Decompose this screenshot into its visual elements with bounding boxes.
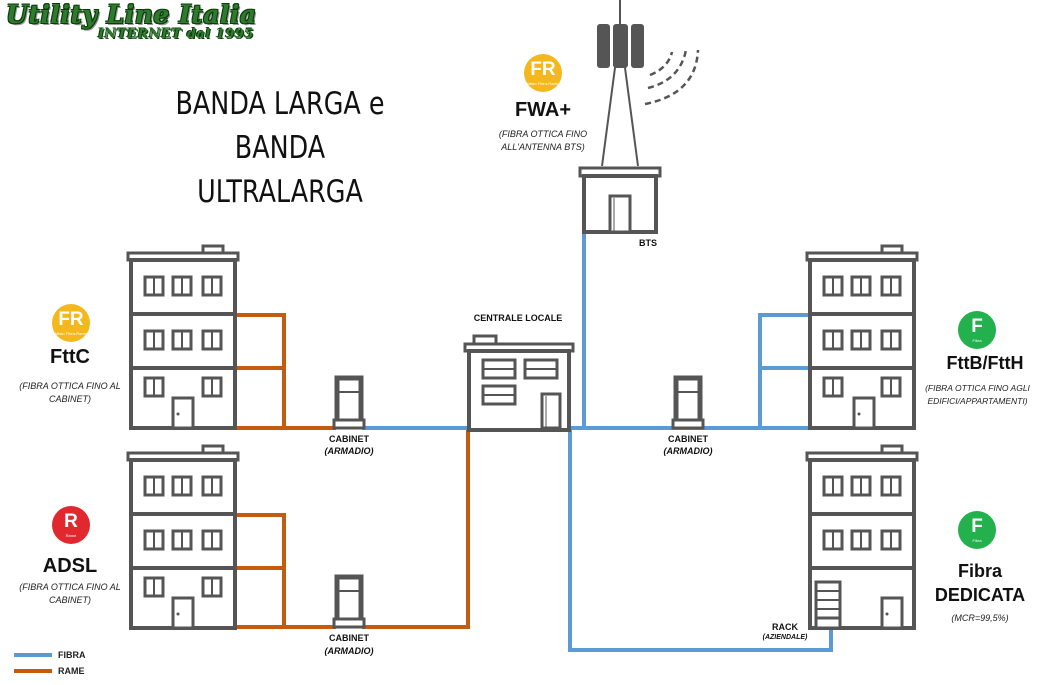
building-adsl xyxy=(126,444,240,630)
page-title: BANDA LARGA e BANDA ULTRALARGA xyxy=(165,82,395,214)
building-ftth xyxy=(805,244,919,430)
centrale-building xyxy=(463,334,575,432)
tech-desc-fwa-line2: ALL'ANTENNA BTS) xyxy=(501,142,585,152)
badge-fttc-letter: FR xyxy=(58,309,84,330)
rame-line-cabinet-to-centrale xyxy=(362,430,470,629)
fibra-line-to-rack xyxy=(568,428,833,652)
signal-waves-icon xyxy=(644,49,700,106)
cabinet-ftth-icon xyxy=(673,378,703,428)
title-line-2: BANDA ULTRALARGA xyxy=(197,130,363,210)
badge-dedicata: F Fibra xyxy=(958,511,996,549)
badge-dedicata-letter: F xyxy=(971,516,983,537)
badge-dedicata-caption: Fibra xyxy=(972,538,982,543)
badge-ftth: F Fibra xyxy=(958,311,996,349)
rame-line-fttc-floor2 xyxy=(235,313,286,428)
label-bts: BTS xyxy=(639,238,657,248)
bts-tower xyxy=(578,0,700,234)
legend-fibra-label: FIBRA xyxy=(58,650,86,660)
label-cabinet-adsl-sub: (ARMADIO) xyxy=(324,646,374,656)
tech-name-dedicata-line1: Fibra xyxy=(957,561,1002,581)
logo-name: Utility Line Italia xyxy=(6,0,257,29)
title-line-1: BANDA LARGA e xyxy=(175,86,385,122)
badge-fttc-caption: Misto Fibra-Rame xyxy=(55,331,87,336)
logo-tagline: INTERNET dal 1995 xyxy=(98,27,255,42)
building-dedicata xyxy=(805,444,919,630)
label-rack: RACK xyxy=(772,622,798,632)
rack-icon xyxy=(814,580,842,630)
label-cabinet-fttc-sub: (ARMADIO) xyxy=(324,446,374,456)
label-cabinet-ftth-sub: (ARMADIO) xyxy=(663,446,713,456)
tech-desc-fwa: (FIBRA OTTICA FINO ALL'ANTENNA BTS) xyxy=(480,128,606,154)
badge-fwa: FR Misto Fibra-Radio xyxy=(524,54,562,92)
tech-desc-dedicata: (MCR=99,5%) xyxy=(951,613,1009,623)
fibra-lines xyxy=(362,232,833,652)
tech-name-dedicata: Fibra DEDICATA xyxy=(925,559,1035,607)
tech-desc-fttc: (FIBRA OTTICA FINO AL CABINET) xyxy=(10,380,130,406)
badge-ftth-letter: F xyxy=(971,316,983,337)
legend-rame-label: RAME xyxy=(58,666,85,676)
badge-fwa-letter: FR xyxy=(530,59,556,80)
tech-desc-ftth-line1: (FIBRA OTTICA FINO AGLI xyxy=(925,383,1030,393)
badge-fttc: FR Misto Fibra-Rame xyxy=(52,304,90,342)
fibra-line-ftth-floors xyxy=(758,313,810,428)
tech-desc-adsl: (FIBRA OTTICA FINO AL CABINET) xyxy=(10,581,130,607)
building-fttc xyxy=(126,244,240,430)
tech-desc-fwa-line1: (FIBRA OTTICA FINO xyxy=(498,129,588,139)
tech-name-adsl: ADSL xyxy=(42,555,98,577)
cabinet-adsl-icon xyxy=(334,577,364,627)
badge-adsl: R Rame xyxy=(52,506,90,544)
badge-fwa-caption: Misto Fibra-Radio xyxy=(527,81,559,86)
label-rack-sub: (AZIENDALE) xyxy=(762,634,808,641)
tech-desc-adsl-line2: CABINET) xyxy=(48,595,91,605)
tech-name-dedicata-line2: DEDICATA xyxy=(934,585,1026,605)
rame-lines xyxy=(235,313,470,629)
tech-desc-adsl-line1: (FIBRA OTTICA FINO AL xyxy=(19,582,121,592)
label-cabinet-fttc: CABINET xyxy=(329,434,369,444)
tech-name-ftth: FttB/FttH xyxy=(946,353,1024,373)
cabinet-fttc-icon xyxy=(334,378,364,428)
antenna-icon xyxy=(597,24,644,68)
tech-desc-fttc-line2: CABINET) xyxy=(48,394,91,404)
tech-name-fttc: FttC xyxy=(50,346,90,368)
badge-adsl-letter: R xyxy=(64,511,78,532)
label-cabinet-ftth: CABINET xyxy=(668,434,708,444)
tech-desc-ftth-line2: EDIFICI/APPARTAMENTI) xyxy=(927,396,1028,406)
badge-ftth-caption: Fibra xyxy=(972,338,982,343)
bts-building xyxy=(578,166,662,234)
label-cabinet-adsl: CABINET xyxy=(329,633,369,643)
label-centrale-locale: CENTRALE LOCALE xyxy=(473,313,563,323)
badge-adsl-caption: Rame xyxy=(65,533,77,538)
tech-desc-fttc-line1: (FIBRA OTTICA FINO AL xyxy=(19,381,121,391)
tech-name-fwa: FWA+ xyxy=(514,99,572,121)
rame-line-adsl-floor2 xyxy=(235,513,286,627)
tech-desc-ftth: (FIBRA OTTICA FINO AGLI EDIFICI/APPARTAM… xyxy=(915,382,1040,408)
